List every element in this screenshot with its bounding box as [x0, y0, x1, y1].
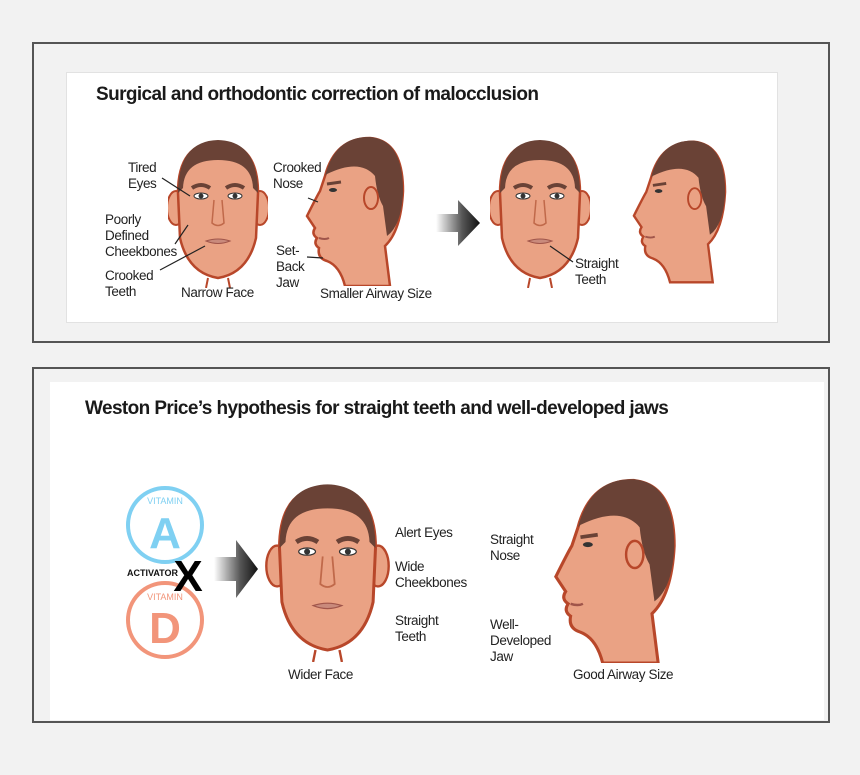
label-straight-teeth-corrected: Straight Teeth [575, 256, 619, 287]
vitamin-d-badge: VITAMIN D [126, 581, 204, 659]
vitamin-badges: VITAMIN A VITAMIN D ACTIVATOR X [126, 486, 204, 659]
vitamin-d-letter: D [149, 604, 181, 653]
multiply-x-icon: X [173, 552, 202, 601]
label-narrow-face: Narrow Face [181, 285, 254, 300]
activator-label: ACTIVATOR [127, 568, 178, 578]
label-crooked-nose: Crooked Nose [273, 160, 322, 191]
arrow-right-icon [436, 200, 480, 246]
vitamin-a-caption: VITAMIN [147, 496, 183, 506]
label-smaller-airway: Smaller Airway Size [320, 286, 432, 301]
label-tired-eyes: Tired Eyes [128, 160, 157, 191]
label-good-airway: Good Airway Size [573, 667, 674, 682]
vitamin-a-badge: VITAMIN A [126, 486, 204, 564]
label-wide-cheekbones: Wide Cheekbones [395, 559, 467, 590]
label-poorly-defined-cheekbones: Poorly Defined Cheekbones [105, 212, 177, 259]
label-well-developed-jaw: Well- Developed Jaw [490, 617, 551, 664]
label-set-back-jaw: Set- Back Jaw [276, 243, 305, 290]
label-wider-face: Wider Face [288, 667, 354, 682]
arrow-right-icon-2 [214, 540, 258, 598]
label-crooked-teeth: Crooked Teeth [105, 268, 154, 299]
panel1-title: Surgical and orthodontic correction of m… [96, 84, 539, 105]
wide-front-face [265, 482, 390, 662]
label-straight-teeth: Straight Teeth [395, 613, 439, 644]
developed-profile-face [540, 478, 690, 663]
vitamin-d-caption: VITAMIN [147, 592, 183, 602]
label-alert-eyes: Alert Eyes [395, 525, 453, 540]
label-straight-nose: Straight Nose [490, 532, 534, 563]
vitamin-a-letter: A [149, 509, 181, 558]
panel2-title: Weston Price’s hypothesis for straight t… [85, 398, 669, 419]
